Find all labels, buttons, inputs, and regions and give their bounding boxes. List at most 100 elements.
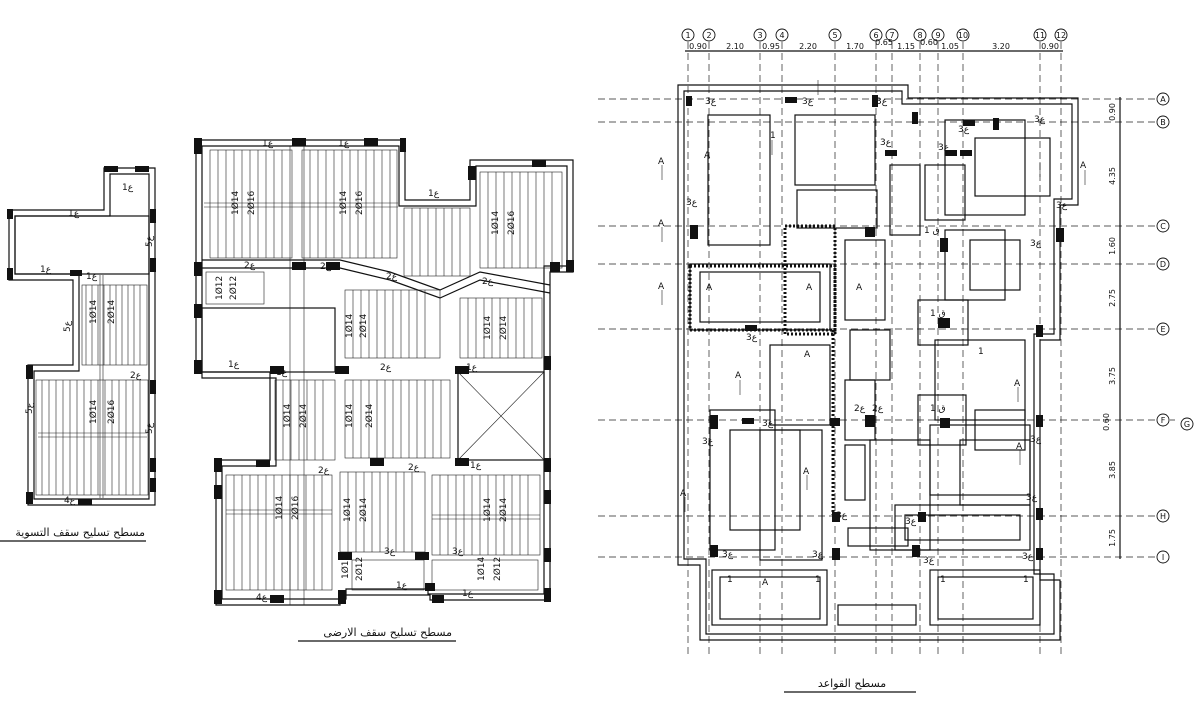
- section-markers: [661, 80, 1086, 512]
- ground-bar-label: 1Ø14: [490, 210, 501, 235]
- footing-label: 3ع: [686, 198, 698, 208]
- roof-beam-label: 5ع: [145, 422, 155, 434]
- footing-label-q1: ق 1: [930, 404, 946, 414]
- svg-text:C: C: [1160, 222, 1166, 231]
- ground-bar-label: 1Ø14: [344, 313, 355, 338]
- svg-text:2.20: 2.20: [799, 42, 817, 51]
- svg-text:D: D: [1160, 260, 1166, 269]
- ground-beam-label: 1ع: [466, 363, 478, 373]
- svg-text:0.60: 0.60: [1102, 413, 1111, 431]
- svg-text:A: A: [1160, 95, 1166, 104]
- ground-bar-label: 1Ø12: [340, 555, 351, 579]
- ground-bar-label: 1Ø14: [344, 403, 355, 428]
- ground-bar-label: 2Ø14: [298, 403, 309, 428]
- svg-text:1.60: 1.60: [1108, 237, 1117, 255]
- svg-text:1: 1: [685, 31, 690, 40]
- svg-text:8: 8: [917, 31, 922, 40]
- ground-columns: [194, 138, 574, 604]
- ground-bar-label: 1Ø14: [342, 497, 353, 522]
- section-mark-a: A: [658, 219, 665, 229]
- svg-text:G: G: [1184, 420, 1190, 429]
- footing-label: 3ع: [746, 333, 758, 343]
- footing-label: 3ع: [705, 97, 717, 107]
- ground-bar-label: 1Ø14: [482, 497, 493, 522]
- ground-beam-label: 2ع: [408, 463, 420, 473]
- svg-text:I: I: [1162, 553, 1164, 562]
- footing-label: 3ع: [905, 517, 917, 527]
- footing-label: 3ع: [1030, 239, 1042, 249]
- section-mark-a: A: [1080, 161, 1087, 171]
- roof-bar-label: 1Ø14: [88, 299, 99, 324]
- svg-text:0.60: 0.60: [920, 38, 938, 47]
- footing-label: 3ع: [876, 97, 888, 107]
- svg-text:2: 2: [706, 31, 711, 40]
- svg-text:1.15: 1.15: [897, 42, 915, 51]
- roof-beam-label: 1ع: [86, 272, 98, 282]
- svg-text:4: 4: [779, 31, 784, 40]
- footing-label: 3ع: [1026, 493, 1038, 503]
- footing-label-1: 1: [815, 575, 821, 585]
- ground-beam-label: 1ع: [338, 139, 350, 149]
- section-mark-a: A: [1016, 442, 1023, 452]
- ground-bar-label: 1Ø14: [274, 495, 285, 520]
- footing-label-q1: ق 1: [924, 226, 940, 236]
- footing-label: 3ع: [880, 138, 892, 148]
- svg-text:7: 7: [889, 31, 894, 40]
- svg-text:6: 6: [873, 31, 878, 40]
- roof-plan-title: مسطح تسليح سقف التسوية: [15, 526, 145, 539]
- footing-label: 3ع: [1034, 115, 1046, 125]
- foundation-plan: 1 2 3 4 5 6 7 8 9 10 11 12 0.90 2.10 0.9…: [598, 28, 1194, 693]
- ground-beam-label: 1ع: [428, 189, 440, 199]
- ground-bar-label: 2Ø14: [358, 313, 369, 338]
- roof-beam-label: 5ع: [25, 402, 35, 414]
- ground-slab-plan: 1ع 1ع 1ع 2ع 2ع 2ع 2ع 1ع 1ع 2ع 1ع 2ع 2ع 1…: [194, 138, 574, 642]
- footing-label: 3ع: [923, 556, 935, 566]
- ground-beam-label: 2ع: [244, 261, 256, 271]
- section-mark-a: A: [762, 578, 769, 588]
- ground-beam-label: 1ع: [462, 589, 474, 599]
- footing-label: 3ع: [938, 143, 950, 153]
- footing-label-1: 1: [1023, 575, 1029, 585]
- ground-bar-label: 2Ø14: [498, 315, 509, 340]
- ground-bar-label: 1Ø14: [476, 556, 487, 581]
- roof-bar-label: 2Ø16: [106, 399, 117, 424]
- svg-text:11: 11: [1035, 31, 1045, 40]
- roof-beam-label: 5ع: [63, 320, 73, 332]
- svg-text:E: E: [1160, 325, 1165, 334]
- section-mark-a: A: [804, 350, 811, 360]
- roof-beam-label: 4ع: [64, 496, 76, 506]
- footing-label-1: 1: [727, 575, 733, 585]
- grid-row-bubbles: A B C D E F G H I: [1156, 92, 1194, 564]
- ground-beam-label: 1ع: [396, 581, 408, 591]
- roof-beam-label: 1ع: [40, 265, 52, 275]
- ground-plan-title: مسطح تسليح سقف الارضى: [323, 626, 452, 639]
- footing-label: 3ع: [762, 419, 774, 429]
- ground-beam-label: 1ع: [262, 139, 274, 149]
- svg-text:0.90: 0.90: [1041, 42, 1059, 51]
- roof-columns: [7, 166, 156, 505]
- svg-text:2.75: 2.75: [1108, 289, 1117, 307]
- ground-bar-label: 2Ø12: [492, 557, 503, 581]
- roof-beam-label: 2ع: [130, 371, 142, 381]
- section-mark-a: A: [856, 283, 863, 293]
- section-mark-a: A: [658, 157, 665, 167]
- svg-text:4.35: 4.35: [1108, 167, 1117, 185]
- section-mark-a: A: [806, 283, 813, 293]
- ground-beam-label: 2ع: [320, 262, 332, 272]
- ground-beam-label: 2ع: [386, 272, 398, 282]
- svg-text:5: 5: [832, 31, 837, 40]
- section-mark-a: A: [735, 371, 742, 381]
- ground-bar-label: 1Ø14: [482, 315, 493, 340]
- ground-bar-label: 1Ø14: [282, 403, 293, 428]
- ground-beam-label: 1ع: [228, 360, 240, 370]
- svg-text:3.75: 3.75: [1108, 367, 1117, 385]
- tie-beam-label: 2ع: [854, 404, 866, 414]
- footing-label: 3ع: [958, 125, 970, 135]
- section-mark-a: A: [680, 489, 687, 499]
- ground-beam-label: 1ع: [276, 368, 288, 378]
- svg-text:3: 3: [757, 31, 762, 40]
- ground-bar-label: 2Ø16: [506, 210, 517, 235]
- ground-beam-label: 3ع: [452, 547, 464, 557]
- section-mark-a: A: [704, 151, 711, 161]
